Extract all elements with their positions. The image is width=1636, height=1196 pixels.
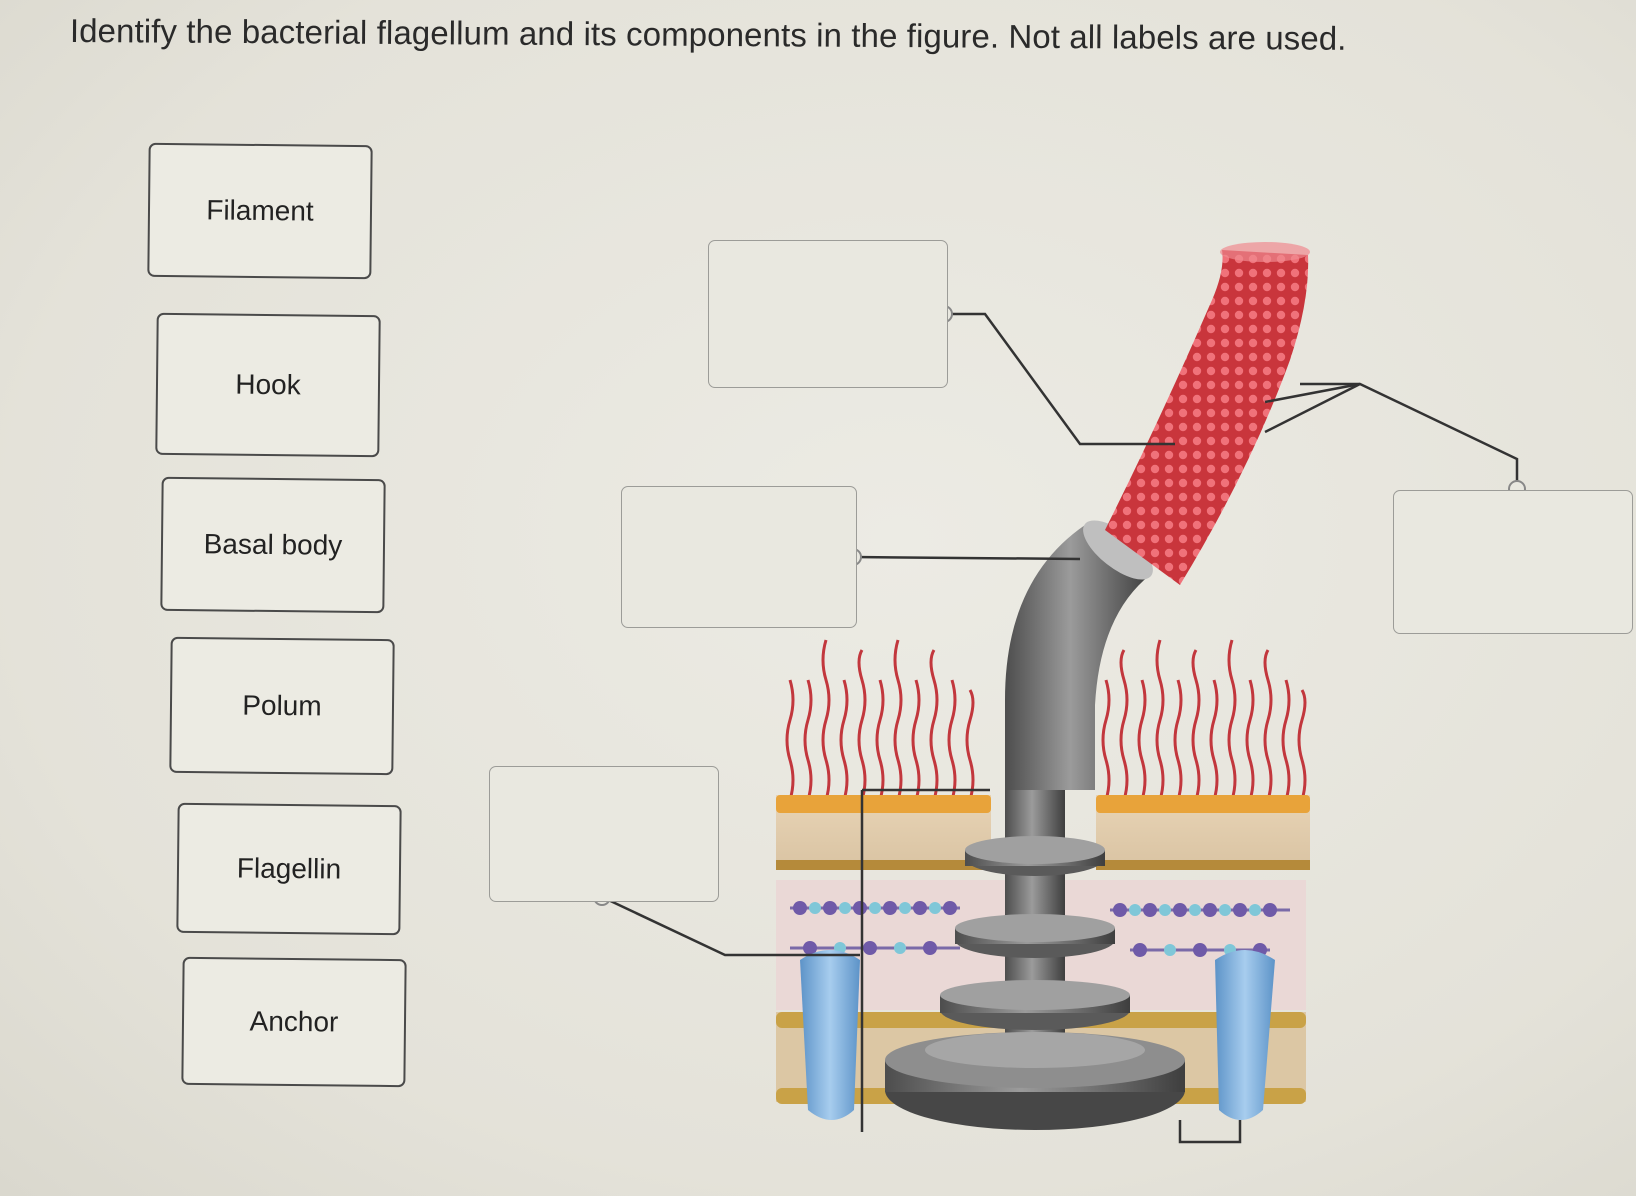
leader-lines	[601, 312, 1519, 1144]
drop-zone-top[interactable]	[708, 240, 948, 388]
hook-graphic	[1005, 525, 1150, 790]
drop-zone-lower[interactable]	[489, 766, 719, 902]
drop-zone-middle[interactable]	[621, 486, 857, 628]
motor-protein-right	[1215, 950, 1275, 1120]
outer-membrane-heads	[776, 795, 1310, 813]
filament-graphic	[1105, 250, 1309, 585]
drop-zone-right[interactable]	[1393, 490, 1633, 634]
lps-chains	[785, 639, 1307, 801]
peptidoglycan-layer	[790, 901, 1290, 957]
inner-leaflet-heads	[776, 860, 1310, 870]
basal-body-graphic	[885, 780, 1185, 1130]
hook-end	[1083, 520, 1153, 580]
filament-tip	[1220, 242, 1310, 262]
motor-protein-left	[800, 950, 860, 1120]
